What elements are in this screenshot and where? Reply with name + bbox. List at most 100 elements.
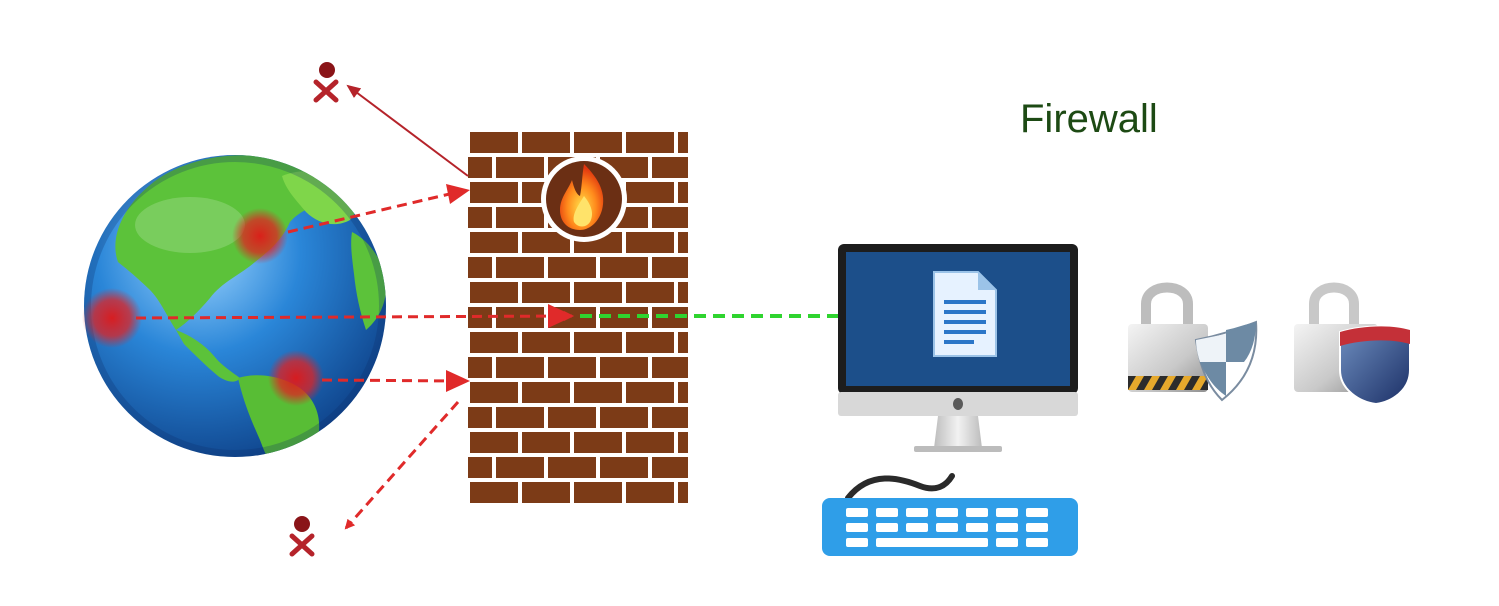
brick [496,307,544,328]
keyboard-icon [822,473,1078,556]
brick [652,207,688,228]
brick [626,382,674,403]
brick [522,332,570,353]
brick [600,407,648,428]
brick [522,482,570,503]
brick [496,507,544,528]
brick [626,482,674,503]
brick [574,332,622,353]
brick [652,357,688,378]
blocked-user-icon [289,516,315,557]
keyboard-key [846,523,868,532]
brick [574,282,622,303]
threat-hotspot [268,350,324,406]
brick [626,432,674,453]
rejected-connection-bottom [344,401,460,530]
keyboard-key [846,508,868,517]
keyboard-key [906,523,928,532]
blocked-user-icon [313,62,339,103]
brick [678,482,688,503]
brick [678,332,688,353]
brick [522,282,570,303]
brick [678,382,688,403]
brick [496,157,544,178]
keyboard-key [1026,523,1048,532]
brick [626,182,674,203]
threat-connection-bottom [321,375,460,386]
brick [470,482,518,503]
brick [678,132,688,153]
threat-hotspot [232,208,288,264]
threat-connection-middle [135,311,574,322]
brick [548,507,596,528]
brick [468,257,492,278]
document-icon [933,271,997,357]
brick [652,257,688,278]
brick [444,507,492,528]
desktop-monitor-icon [838,244,1078,452]
brick [652,457,688,478]
brick-wall-icon [444,130,700,528]
brick [626,282,674,303]
diagram-title: Firewall [1020,97,1158,141]
brick [652,307,688,328]
brick [496,407,544,428]
brick [678,182,688,203]
brick [522,382,570,403]
brick [470,232,518,253]
brick [574,482,622,503]
brick [626,332,674,353]
keyboard-key [876,508,898,517]
keyboard-key [1026,508,1048,517]
brick [468,207,492,228]
brick [468,357,492,378]
brick [548,407,596,428]
rejected-connection-top [346,84,469,177]
brick [574,132,622,153]
brick [678,432,688,453]
brick [548,457,596,478]
brick [652,507,700,528]
brick [470,332,518,353]
globe-icon [82,155,386,457]
brick [652,407,688,428]
keyboard-key [876,538,988,547]
brick [600,507,648,528]
brick [468,307,492,328]
keyboard-key [876,523,898,532]
keyboard-key [966,508,988,517]
keyboard-key [1026,538,1048,547]
brick [574,382,622,403]
flame-icon [541,156,627,242]
brick [548,357,596,378]
brick [470,182,518,203]
brick [548,257,596,278]
keyboard-key [996,523,1018,532]
threat-connection-top [287,188,460,234]
brick [600,357,648,378]
brick [470,382,518,403]
brick [470,282,518,303]
padlock-shield-icon [1294,282,1411,406]
brick [496,257,544,278]
brick [468,157,492,178]
brick [600,257,648,278]
brick [522,232,570,253]
brick [468,457,492,478]
brick [626,232,674,253]
keyboard-key [996,538,1018,547]
keyboard-key [996,508,1018,517]
brick [496,457,544,478]
brick [652,157,688,178]
brick [626,132,674,153]
keyboard-key [936,523,958,532]
brick [470,132,518,153]
brick [522,432,570,453]
keyboard-key [846,538,868,547]
keyboard-key [966,523,988,532]
brick [678,282,688,303]
threat-hotspot [82,288,142,348]
keyboard-key [906,508,928,517]
keyboard-key [936,508,958,517]
